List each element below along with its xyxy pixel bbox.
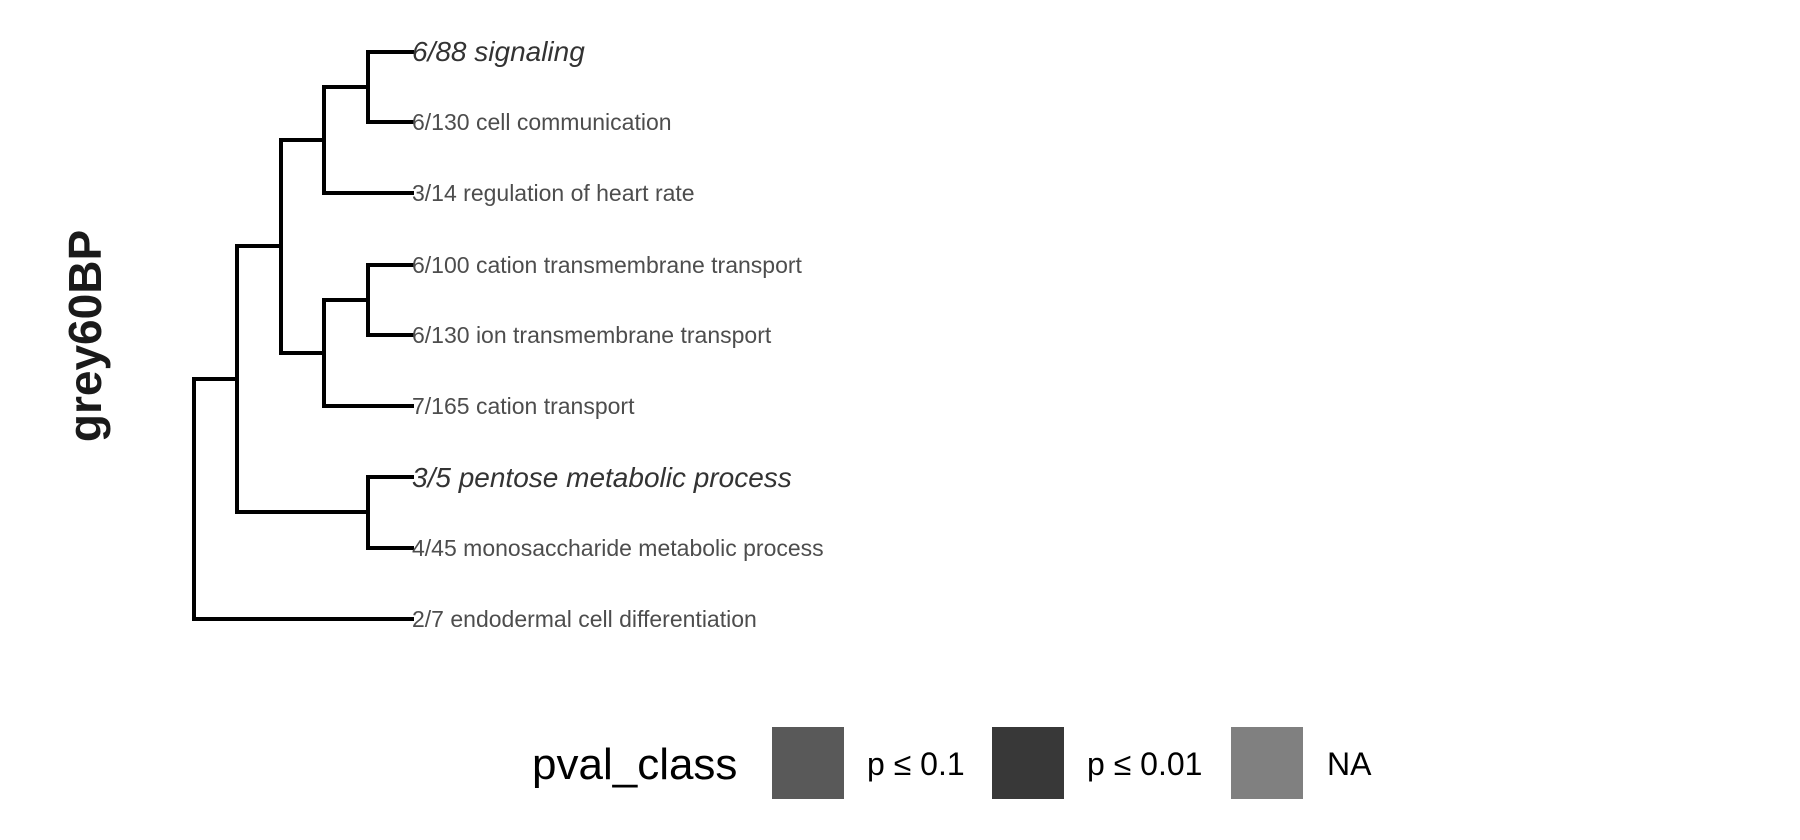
legend-swatch (772, 727, 844, 799)
leaf-labels: 6/88 signaling 6/130 cell communication … (412, 36, 824, 632)
legend-title: pval_class (532, 740, 737, 789)
branch-metabolic-process (235, 475, 414, 550)
legend-swatch (992, 727, 1064, 799)
legend-label: NA (1327, 746, 1372, 782)
dendrogram-tree (192, 50, 414, 621)
branch-transmembrane-transport (322, 263, 414, 337)
leaf-label: 7/165 cation transport (412, 393, 635, 419)
branch-signaling-heart-rate (279, 85, 414, 195)
module-title: grey60BP (59, 230, 111, 442)
legend-label: p ≤ 0.01 (1087, 746, 1202, 782)
leaf-label: 6/130 ion transmembrane transport (412, 322, 772, 348)
legend-swatch (1231, 727, 1303, 799)
leaf-label: 6/88 signaling (412, 36, 585, 67)
branch-signaling-cell-communication (322, 50, 414, 124)
leaf-label: 3/14 regulation of heart rate (412, 180, 695, 206)
branch-signaling-transport (235, 138, 283, 355)
leaf-label: 6/130 cell communication (412, 109, 672, 135)
leaf-label: 6/100 cation transmembrane transport (412, 252, 803, 278)
leaf-label: 2/7 endodermal cell differentiation (412, 606, 757, 632)
leaf-label: 3/5 pentose metabolic process (412, 462, 792, 493)
branch-cation-transport (279, 298, 414, 408)
leaf-label: 4/45 monosaccharide metabolic process (412, 535, 824, 561)
branch-upper-metabolic (192, 244, 239, 514)
legend: pval_class p ≤ 0.1 p ≤ 0.01 NA (532, 727, 1372, 799)
legend-label: p ≤ 0.1 (867, 746, 965, 782)
branch-root (192, 377, 414, 621)
